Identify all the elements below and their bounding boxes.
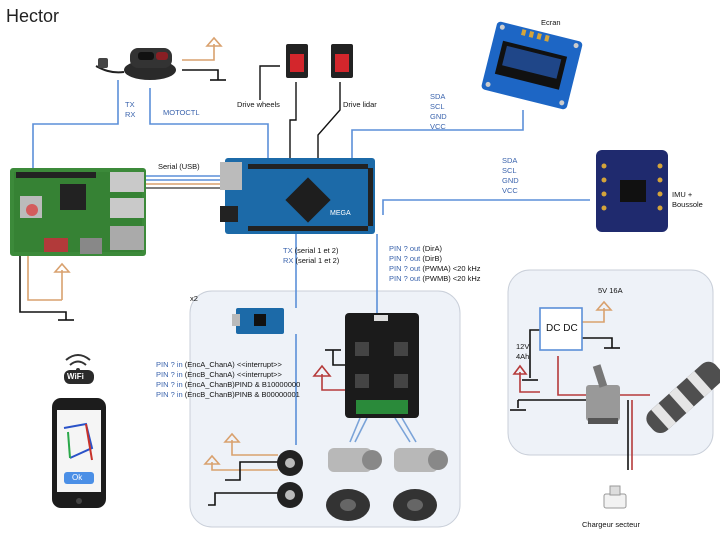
toggle-switch-icon: [586, 364, 620, 424]
motor-driver-icon: [345, 313, 419, 418]
pin-desc: (serial 1 et 2): [294, 246, 339, 255]
pin-name: PIN ? in: [156, 390, 183, 399]
phone-ok-button[interactable]: Ok: [72, 473, 83, 482]
encoder-pin-row: PIN ? in (EncB_ChanA) <<interrupt>>: [156, 370, 300, 380]
power-panel: [507, 269, 714, 456]
encoder-pin-list: PIN ? in (EncA_ChanA) <<interrupt>> PIN …: [156, 360, 300, 400]
drive-lidar-label: Drive lidar: [343, 100, 377, 109]
motor-icon: [328, 448, 448, 472]
serial-pin-row: RX (serial 1 et 2): [283, 256, 339, 266]
battery-voltage-label: 12V: [516, 342, 530, 351]
imu-signal: SCL: [502, 166, 517, 175]
lidar-tx-label: TX: [125, 100, 135, 109]
encoder-pin-row: PIN ? in (EncB_ChanB)PINB & B00000001: [156, 390, 300, 400]
oled-signal: SCL: [430, 102, 445, 111]
wifi-label: WiFi: [67, 372, 84, 381]
pin-desc: (DirA): [422, 244, 442, 253]
pin-desc: (PWMA) <20 kHz: [422, 264, 481, 273]
charger-label: Chargeur secteur: [582, 520, 640, 529]
encoder-pin-row: PIN ? in (EncA_ChanA) <<interrupt>>: [156, 360, 300, 370]
pin-name: PIN ? out: [389, 254, 421, 263]
encoder-icon: [277, 450, 303, 508]
pin-desc: (EncB_ChanA) <<interrupt>>: [184, 370, 282, 379]
oled-signal-list: SDA SCL GND VCC: [430, 92, 447, 132]
encoder-pin-row: PIN ? in (EncA_ChanB)PIND & B10000000: [156, 380, 300, 390]
motor-pin-row: PIN ? out (PWMA) <20 kHz: [389, 264, 481, 274]
boussole-label: Boussole: [672, 200, 703, 209]
pin-desc: (EncA_ChanB)PIND & B10000000: [184, 380, 301, 389]
raspberry-pi-icon: [10, 168, 146, 256]
pin-desc: (EncA_ChanA) <<interrupt>>: [184, 360, 282, 369]
oled-icon: [481, 21, 583, 110]
lidar-icon: [95, 48, 176, 80]
imu-signal: VCC: [502, 186, 518, 195]
oled-signal: VCC: [430, 122, 446, 131]
motor-pin-list: PIN ? out (DirA) PIN ? out (DirB) PIN ? …: [389, 244, 481, 284]
pin-name: PIN ? in: [156, 380, 183, 389]
battery-capacity-label: 4Ah: [516, 352, 530, 361]
pin-desc: (EncB_ChanB)PINB & B00000001: [184, 390, 300, 399]
pin-desc: (PWMB) <20 kHz: [422, 274, 481, 283]
phone-icon: [52, 398, 106, 508]
pin-name: PIN ? in: [156, 370, 183, 379]
wifi-icon: [64, 354, 94, 384]
mecanum-wheel-icon: [326, 489, 437, 521]
charger-plug-icon: [603, 485, 627, 509]
oled-label: Ecran: [541, 18, 561, 27]
imu-signal: SDA: [502, 156, 518, 165]
drive-wheels-label: Drive wheels: [237, 100, 280, 109]
pin-desc: (serial 1 et 2): [295, 256, 340, 265]
switch-icon: [286, 44, 353, 78]
lidar-rx-label: RX: [125, 110, 136, 119]
svg-text:MEGA: MEGA: [330, 210, 351, 217]
signal-wires: [32, 80, 590, 445]
serial-usb-label: Serial (USB): [158, 162, 200, 171]
pin-name: PIN ? out: [389, 274, 421, 283]
imu-signal-list: SDA SCL GND VCC: [502, 156, 519, 196]
pin-name: TX: [283, 246, 293, 255]
arduino-mega-icon: MEGA: [220, 158, 375, 234]
serial-pin-list: TX (serial 1 et 2) RX (serial 1 et 2): [283, 246, 339, 266]
power-output-label: 5V 16A: [598, 286, 623, 295]
battery-icon: [646, 361, 720, 434]
lidar-motoctl-label: MOTOCTL: [163, 108, 200, 117]
oled-signal: SDA: [430, 92, 446, 101]
dcdc-label: DC DC: [546, 323, 578, 334]
imu-icon: [596, 150, 668, 232]
imu-label: IMU +: [672, 190, 693, 199]
pin-name: RX: [283, 256, 294, 265]
imu-signal: GND: [502, 176, 519, 185]
pin-name: PIN ? out: [389, 264, 421, 273]
page-title: Hector: [6, 6, 60, 26]
dcdc-box: [539, 307, 583, 351]
motor-pin-row: PIN ? out (PWMB) <20 kHz: [389, 274, 481, 284]
multiplier-label: x2: [190, 294, 198, 303]
motor-pin-row: PIN ? out (DirA): [389, 244, 481, 254]
motor-pin-row: PIN ? out (DirB): [389, 254, 481, 264]
arduino-nano-icon: [232, 308, 284, 334]
pin-name: PIN ? in: [156, 360, 183, 369]
oled-signal: GND: [430, 112, 447, 121]
serial-pin-row: TX (serial 1 et 2): [283, 246, 339, 256]
pin-name: PIN ? out: [389, 244, 421, 253]
pin-desc: (DirB): [422, 254, 442, 263]
